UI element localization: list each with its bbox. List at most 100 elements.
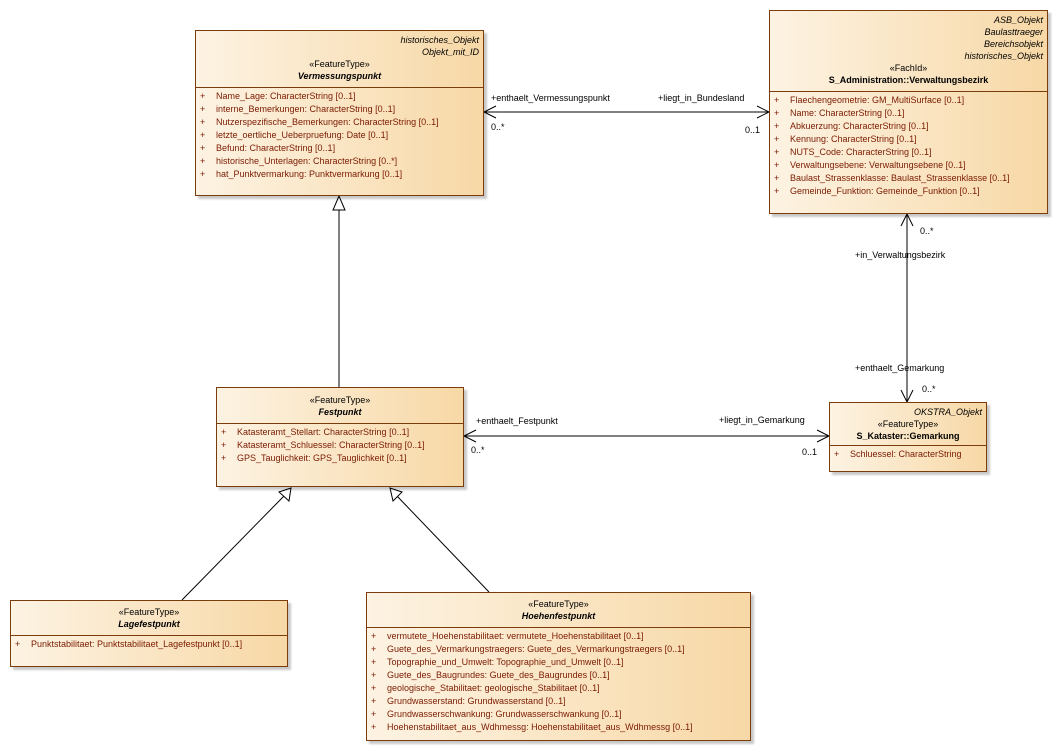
attribute-text: Befund: CharacterString [0..1]: [216, 143, 336, 153]
visibility-marker: +: [200, 156, 206, 166]
multiplicity-vermessungspunkt: 0..*: [491, 122, 505, 132]
attribute-row[interactable]: +Gemeinde_Funktion: Gemeinde_Funktion [0…: [774, 185, 1045, 198]
visibility-marker: +: [371, 644, 377, 654]
attribute-row[interactable]: + Nutzerspezifische_Bemerkungen: Characte…: [200, 116, 481, 129]
attribute-text: hat_Punktvermarkung: Punktvermarkung [0.…: [216, 169, 403, 179]
attribute-row[interactable]: + interne_Bemerkungen: CharacterString [0…: [200, 103, 481, 116]
attribute-row[interactable]: +Verwaltungsebene: Verwaltungsebene [0..…: [774, 159, 1045, 172]
attribute-row[interactable]: +Topographie_und_Umwelt: Topographie_und…: [371, 656, 748, 669]
role-enthaelt-festpunkt: +enthaelt_Festpunkt: [476, 416, 558, 426]
generalization-arrowhead-festpunkt-left: [278, 487, 292, 502]
visibility-marker: +: [221, 453, 227, 463]
stereotype: «FachId»: [889, 63, 928, 73]
attribute-row[interactable]: + Name: CharacterString [0..1]: [774, 107, 1045, 120]
attribute-row[interactable]: +historische_Unterlagen: CharacterString…: [200, 155, 481, 168]
attribute-row[interactable]: +Guete_des_Vermarkungstraegers: Guete_de…: [371, 643, 748, 656]
visibility-marker: +: [221, 440, 227, 450]
visibility-marker: +: [200, 130, 206, 140]
attribute-text: interne_Bemerkungen: CharacterString [0.…: [216, 104, 396, 114]
tag: historisches_Objekt: [964, 51, 1043, 61]
attribute-row[interactable]: + geologische_Stabilitaet: geologische_St…: [371, 682, 748, 695]
attribute-text: NUTS_Code: CharacterString [0..1]: [790, 147, 932, 157]
attribute-text: Katasteramt_Schluessel: CharacterString …: [237, 440, 425, 450]
attribute-row[interactable]: + Guete_des_Baugrundes: Guete_des_Baugrun…: [371, 669, 748, 682]
tagged-values: historisches_Objekt Objekt_mit_ID: [200, 34, 479, 58]
attribute-row[interactable]: +Katasteramt_Stellart: CharacterString […: [221, 426, 461, 439]
attribute-row[interactable]: + NUTS_Code: CharacterString [0..1]: [774, 146, 1045, 159]
attribute-row[interactable]: +Schluessel: CharacterString: [834, 448, 984, 461]
generalization-lagefestpunkt-festpunkt: [181, 495, 285, 601]
visibility-marker: +: [774, 173, 780, 183]
class-hoehenfestpunkt[interactable]: «FeatureType» Hoehenfestpunkt +vermutete…: [366, 592, 751, 741]
stereotype: «FeatureType»: [309, 59, 370, 69]
class-verwaltungsbezirk[interactable]: ASB_Objekt Baulasttraeger Bereichsobjekt…: [769, 10, 1048, 214]
tag: OKSTRA_Objekt: [913, 407, 982, 417]
tagged-values: ASB_Objekt Baulasttraeger Bereichsobjekt…: [774, 14, 1043, 62]
stereotype: «FeatureType»: [309, 395, 371, 405]
multiplicity-festpunkt: 0..*: [471, 445, 485, 455]
tagged-values: OKSTRA_Objekt: [834, 406, 982, 418]
attribute-text: letzte_oertliche_Ueberpruefung: Date [0.…: [216, 130, 389, 140]
class-gemarkung[interactable]: OKSTRA_Objekt «FeatureType» S_Kataster::…: [829, 402, 987, 472]
class-header: historisches_Objekt Objekt_mit_ID «Featu…: [196, 31, 483, 87]
attribute-row[interactable]: +Name_Lage: CharacterString [0..1]: [200, 90, 481, 103]
attribute-text: Verwaltungsebene: Verwaltungsebene [0..1…: [790, 160, 966, 170]
generalization-arrowhead-vermessungspunkt: [332, 194, 346, 211]
visibility-marker: +: [371, 657, 377, 667]
visibility-marker: +: [774, 147, 780, 157]
attribute-text: Abkuerzung: CharacterString [0..1]: [790, 121, 929, 131]
visibility-marker: +: [371, 683, 377, 693]
visibility-marker: +: [371, 709, 377, 719]
attribute-row[interactable]: + hat_Punktvermarkung: Punktvermarkung [0…: [200, 168, 481, 181]
class-festpunkt[interactable]: «FeatureType» Festpunkt +Katasteramt_Ste…: [216, 387, 464, 487]
class-header: «FeatureType» Lagefestpunkt: [11, 601, 287, 635]
visibility-marker: +: [774, 95, 780, 105]
visibility-marker: +: [774, 108, 780, 118]
tag: Bereichsobjekt: [983, 39, 1043, 49]
role-liegt-in-bundesland: +liegt_in_Bundesland: [658, 93, 745, 103]
attribute-text: Hoehenstabilitaet_aus_Wdhmessg: Hoehenst…: [387, 722, 693, 732]
class-vermessungspunkt[interactable]: historisches_Objekt Objekt_mit_ID «Featu…: [195, 30, 484, 196]
class-name: Vermessungspunkt: [297, 71, 382, 81]
visibility-marker: +: [371, 670, 377, 680]
tag: Baulasttraeger: [984, 27, 1043, 37]
attribute-row[interactable]: +Punktstabilitaet: Punktstabilitaet_Lage…: [15, 638, 285, 651]
attribute-row[interactable]: +vermutete_Hoehenstabilitaet: vermutete_…: [371, 630, 748, 643]
attribute-text: geologische_Stabilitaet: geologische_Sta…: [387, 683, 600, 693]
role-in-verwaltungsbezirk: +in_Verwaltungsbezirk: [855, 250, 946, 260]
class-name: Hoehenfestpunkt: [521, 611, 596, 621]
visibility-marker: +: [200, 143, 206, 153]
class-lagefestpunkt[interactable]: «FeatureType» Lagefestpunkt +Punktstabil…: [10, 600, 288, 667]
attribute-row[interactable]: + Katasteramt_Schluessel: CharacterString…: [221, 439, 461, 452]
attribute-row[interactable]: + letzte_oertliche_Ueberpruefung: Date [0…: [200, 129, 481, 142]
attribute-compartment: +vermutete_Hoehenstabilitaet: vermutete_…: [367, 627, 750, 736]
attribute-text: Nutzerspezifische_Bemerkungen: Character…: [216, 117, 439, 127]
attribute-row[interactable]: +Baulast_Strassenklasse: Baulast_Strasse…: [774, 172, 1045, 185]
role-enthaelt-gemarkung: +enthaelt_Gemarkung: [855, 363, 945, 373]
attribute-row[interactable]: +GPS_Tauglichkeit: GPS_Tauglichkeit [0..…: [221, 452, 461, 465]
visibility-marker: +: [200, 117, 206, 127]
attribute-text: Name: CharacterString [0..1]: [790, 108, 905, 118]
class-header: OKSTRA_Objekt «FeatureType» S_Kataster::…: [830, 403, 986, 445]
attribute-row[interactable]: +Grundwasserstand: Grundwasserstand [0..…: [371, 695, 748, 708]
attribute-row[interactable]: +Abkuerzung: CharacterString [0..1]: [774, 120, 1045, 133]
attribute-row[interactable]: +Kennung: CharacterString [0..1]: [774, 133, 1045, 146]
multiplicity-gemarkung-end: 0..*: [922, 384, 936, 394]
attribute-text: Grundwasserschwankung: Grundwasserschwan…: [387, 709, 622, 719]
attribute-text: Katasteramt_Stellart: CharacterString [0…: [237, 427, 410, 437]
visibility-marker: +: [200, 169, 206, 179]
attribute-row[interactable]: +Hoehenstabilitaet_aus_Wdhmessg: Hoehens…: [371, 721, 748, 734]
class-name: S_Administration::Verwaltungsbezirk: [828, 75, 989, 85]
attribute-text: Punktstabilitaet: Punktstabilitaet_Lagef…: [31, 639, 243, 649]
attribute-row[interactable]: + Befund: CharacterString [0..1]: [200, 142, 481, 155]
visibility-marker: +: [371, 631, 377, 641]
generalization-hoehenfestpunkt-festpunkt: [396, 495, 490, 593]
attribute-row[interactable]: +Flaechengeometrie: GM_MultiSurface [0..…: [774, 94, 1045, 107]
attribute-compartment: + Katasteramt_Stellart: CharacterString […: [217, 423, 463, 467]
multiplicity-bundesland: 0..1: [745, 125, 761, 135]
attribute-text: Guete_des_Baugrundes: Guete_des_Baugrund…: [387, 670, 610, 680]
attribute-row[interactable]: + Grundwasserschwankung: Grundwasserschwa…: [371, 708, 748, 721]
visibility-marker: +: [200, 104, 206, 114]
attribute-compartment: +Punktstabilitaet: Punktstabilitaet_Lage…: [11, 635, 287, 653]
